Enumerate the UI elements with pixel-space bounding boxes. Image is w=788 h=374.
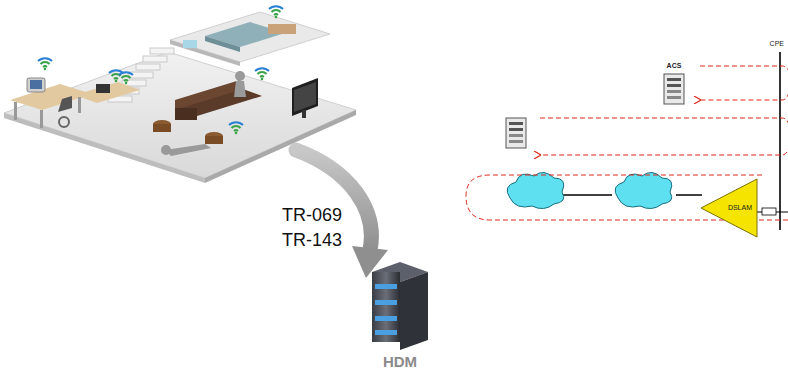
protocol-label: TR-069 [282,205,342,226]
server-node: ACS [650,62,698,108]
cpe-label: CPE [770,40,784,47]
dslam-triangle: DSLAM [700,178,758,238]
node-label: ACS [667,62,682,70]
node-label: DSLAM [728,204,752,212]
node-label: HDM [383,354,417,371]
server-node: HDM [360,258,440,370]
protocol-label: TR-143 [282,230,342,251]
hdm-server [372,262,428,350]
